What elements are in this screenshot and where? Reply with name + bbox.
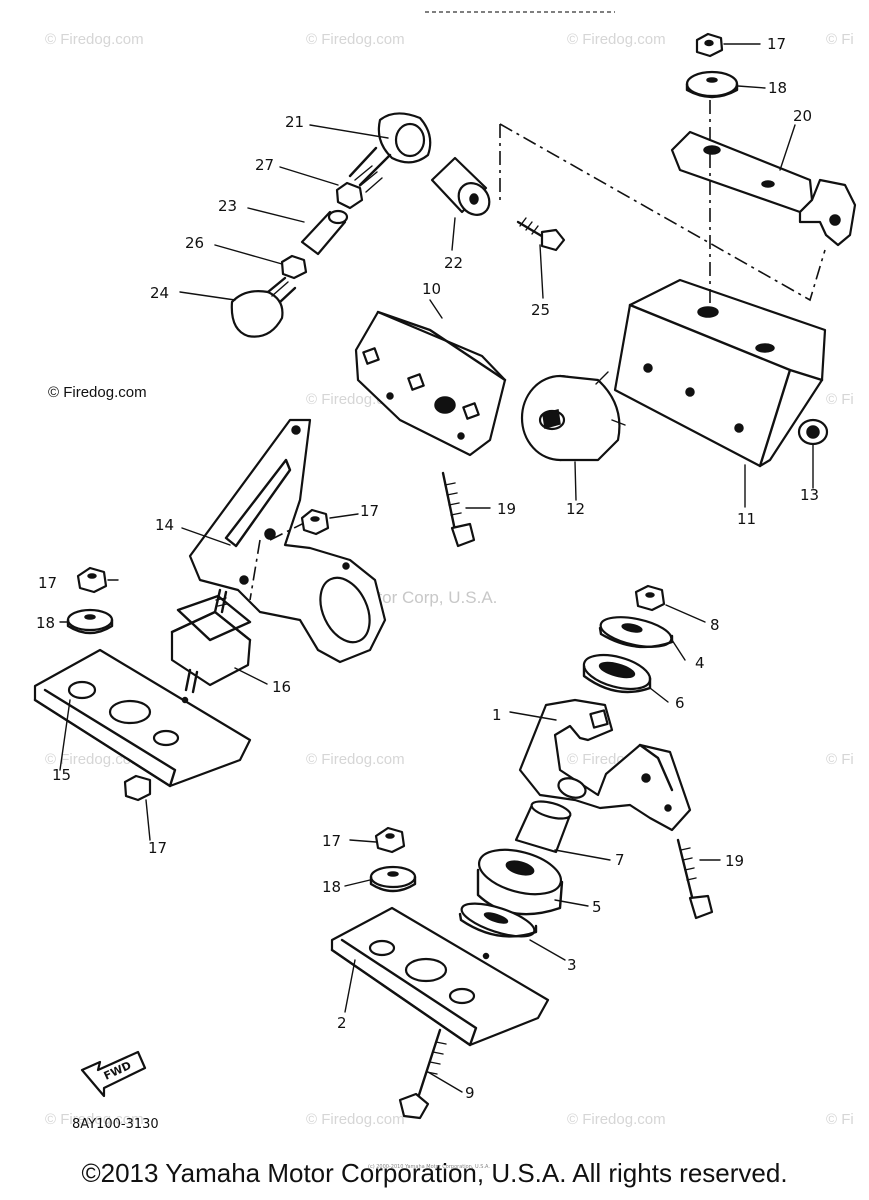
part-5-rubber-cushion	[476, 848, 564, 916]
callout-17: 17	[767, 35, 786, 53]
callout-5: 5	[592, 898, 602, 916]
part-20-bracket	[670, 130, 857, 247]
callout-19: 19	[497, 500, 516, 518]
diagram-code: 8AY100-3130	[72, 1117, 159, 1132]
watermark: © Firedog.com	[45, 1111, 144, 1128]
part-11-cover	[613, 278, 827, 468]
watermark: © Firedog.com	[45, 31, 144, 48]
firedog-label: © Firedog.com	[48, 384, 147, 401]
part-14-support-bracket	[188, 418, 387, 664]
watermark: © Firedog.com	[306, 751, 405, 768]
callout-9: 9	[465, 1084, 475, 1102]
callout-13: 13	[800, 486, 819, 504]
part-10-mount-bracket	[354, 310, 507, 457]
part-26-nut	[280, 254, 308, 280]
part-17-nut-bottom	[374, 826, 406, 854]
part-18-washer-bottom	[369, 865, 417, 893]
callout-6: 6	[675, 694, 685, 712]
part-17-nut-left-lower	[123, 774, 152, 802]
part-16-rubber-mount	[170, 588, 252, 694]
part-24-bolt	[230, 276, 297, 338]
callout-17: 17	[360, 502, 379, 520]
leader-lines	[59, 43, 814, 1093]
part-4-washer	[598, 616, 674, 649]
part-18-washer-left	[66, 608, 114, 635]
part-21-rod-end	[348, 112, 432, 193]
callout-17: 17	[38, 574, 57, 592]
part-22-bushing	[430, 156, 491, 216]
part-18-washer-top	[685, 70, 739, 99]
callout-18: 18	[36, 614, 55, 632]
fwd-arrow-icon: FWD	[80, 1050, 147, 1098]
callout-numbers: 17 18 20 11 13 21 27 23 26 24 22 25 10 1…	[36, 35, 819, 1102]
part-19-bolt-center	[441, 471, 476, 548]
callout-3: 3	[567, 956, 577, 974]
callout-22: 22	[444, 254, 463, 272]
callout-27: 27	[255, 156, 274, 174]
part-17-nut-top	[695, 32, 724, 58]
callout-8: 8	[710, 616, 720, 634]
callout-7: 7	[615, 851, 625, 869]
part-9-bolt	[398, 1028, 447, 1120]
tiny-copyright: (c) 2000-2010 Yamaha Motor Corporation, …	[368, 1164, 490, 1170]
callout-25: 25	[531, 301, 550, 319]
watermark: © Firedog.com	[306, 1111, 405, 1128]
part-15-base-plate	[33, 648, 252, 788]
watermark: © Firedog.com	[45, 751, 144, 768]
callout-10: 10	[422, 280, 441, 298]
part-23-sleeve	[300, 209, 349, 256]
part-2-base-plate	[330, 906, 550, 1047]
callout-2: 2	[337, 1014, 347, 1032]
callout-12: 12	[566, 500, 585, 518]
callout-24: 24	[150, 284, 169, 302]
callout-17: 17	[148, 839, 167, 857]
watermark: © Fi	[826, 31, 854, 48]
watermark: © Firedog.com	[567, 1111, 666, 1128]
part-17-nut-mid	[300, 508, 330, 536]
callout-21: 21	[285, 113, 304, 131]
callout-14: 14	[155, 516, 174, 534]
part-7-sleeve	[514, 800, 572, 854]
part-25-bolt	[516, 217, 566, 252]
callout-1: 1	[492, 706, 502, 724]
callout-18: 18	[322, 878, 341, 896]
callout-17: 17	[322, 832, 341, 850]
callout-15: 15	[52, 766, 71, 784]
callout-23: 23	[218, 197, 237, 215]
part-17-nut-left	[76, 566, 108, 594]
callout-19: 19	[725, 852, 744, 870]
callout-16: 16	[272, 678, 291, 696]
part-19-bolt-right	[676, 838, 714, 920]
part-6-collar	[582, 653, 652, 694]
watermark: © Fi	[826, 1111, 854, 1128]
callout-18: 18	[768, 79, 787, 97]
callout-26: 26	[185, 234, 204, 252]
alignment-line	[499, 123, 826, 302]
callout-20: 20	[793, 107, 812, 125]
callout-4: 4	[695, 654, 705, 672]
watermark: © Firedog.com	[567, 31, 666, 48]
part-12-damper	[520, 371, 626, 462]
watermark: © Fi	[826, 751, 854, 768]
part-3-washer	[458, 902, 538, 938]
copyright-notice: ©2013 Yamaha Motor Corporation, U.S.A. A…	[81, 1158, 788, 1188]
watermark: © Fi	[826, 391, 854, 408]
part-27-nut	[335, 181, 364, 210]
watermark: © Firedog.com	[306, 31, 405, 48]
part-1-engine-bracket	[518, 698, 692, 832]
part-8-nut	[634, 584, 666, 612]
callout-11: 11	[737, 510, 756, 528]
part-13-bolt	[797, 418, 829, 446]
